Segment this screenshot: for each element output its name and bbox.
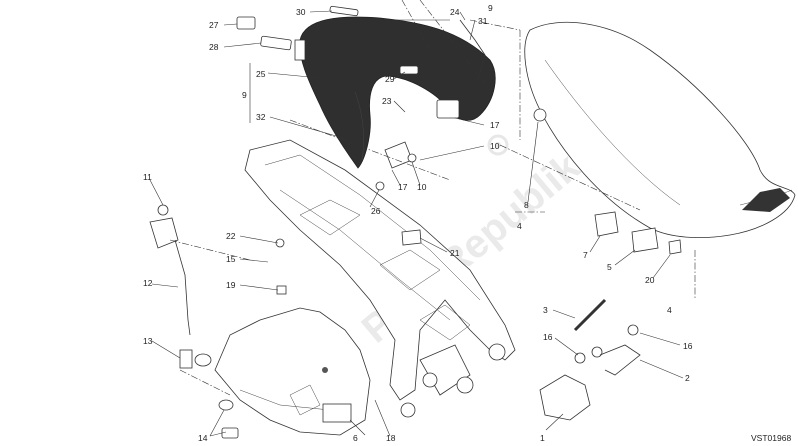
callout-4-upper: 4: [517, 221, 522, 231]
callout-30: 30: [296, 7, 306, 17]
callout-21: 21: [450, 248, 460, 258]
small-parts: [149, 5, 682, 439]
watermark-gear-icon: [487, 134, 509, 156]
callout-25: 25: [256, 69, 266, 79]
callout-7: 7: [583, 250, 588, 260]
callout-3: 3: [543, 305, 548, 315]
callout-2: 2: [685, 373, 690, 383]
callout-11: 11: [143, 172, 152, 182]
callout-26: 26: [371, 206, 381, 216]
callout-29: 29: [385, 74, 395, 84]
reference-code: VST01968: [751, 433, 791, 443]
rear-subframe: [244, 139, 516, 418]
callout-24: 24: [450, 7, 460, 17]
callout-15: 15: [226, 254, 236, 264]
callout-9-top: 9: [488, 3, 493, 13]
pillion-seat: [299, 16, 496, 169]
callout-19: 19: [226, 280, 236, 290]
callout-17-lower: 17: [398, 182, 408, 192]
callout-16-right: 16: [683, 341, 693, 351]
callout-12: 12: [143, 278, 153, 288]
callout-28: 28: [209, 42, 219, 52]
callout-16-left: 16: [543, 332, 553, 342]
callout-10-right: 10: [490, 141, 500, 151]
callout-labels: 1 2 3 4 4 5 6 7 8 9 9 10 10 11 12 13 14 …: [143, 3, 693, 443]
callout-27: 27: [209, 20, 219, 30]
callout-5: 5: [607, 262, 612, 272]
callout-6: 6: [353, 433, 358, 443]
callout-8: 8: [524, 200, 529, 210]
rider-seat: [524, 21, 796, 238]
undertray: [214, 307, 371, 436]
callout-17-right: 17: [490, 120, 500, 130]
callout-10-lower: 10: [417, 182, 427, 192]
callout-13: 13: [143, 336, 153, 346]
callout-9-left: 9: [242, 90, 247, 100]
leader-lines: [149, 0, 696, 437]
callout-4-lower: 4: [667, 305, 672, 315]
callout-1: 1: [540, 433, 545, 443]
callout-22: 22: [226, 231, 236, 241]
callout-14: 14: [198, 433, 208, 443]
callout-20: 20: [645, 275, 655, 285]
callout-23: 23: [382, 96, 392, 106]
callout-32: 32: [256, 112, 266, 122]
callout-18: 18: [386, 433, 396, 443]
callout-31: 31: [478, 16, 488, 26]
